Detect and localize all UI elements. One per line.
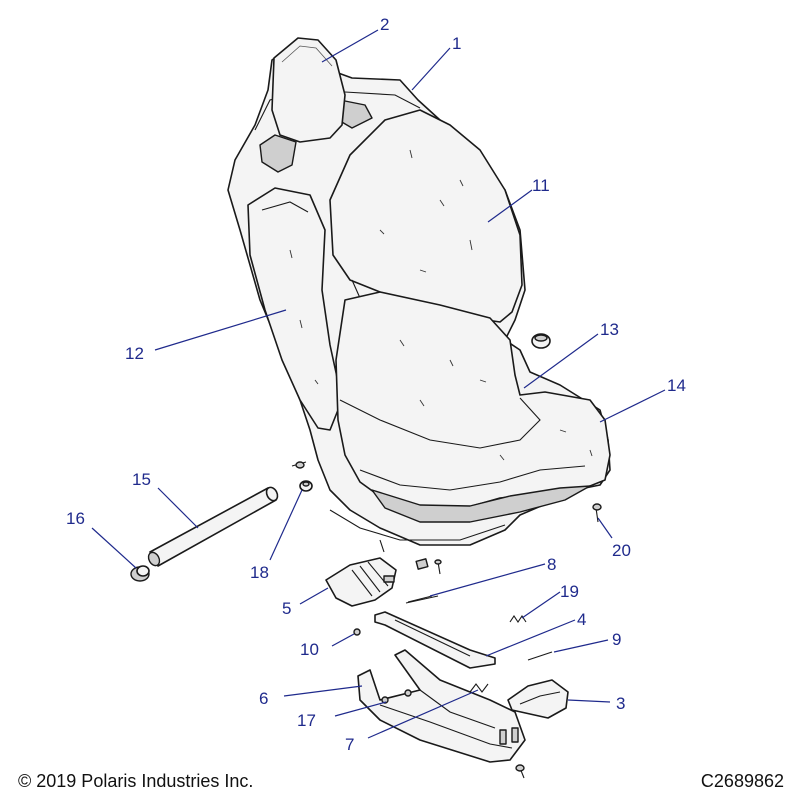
end-cap-part: [130, 565, 150, 582]
side-bolster-part: [247, 187, 343, 431]
copyright-notice: © 2019 Polaris Industries Inc.: [18, 771, 254, 791]
rod-part: [405, 595, 439, 604]
callout-3: 3: [616, 694, 625, 713]
callout-17: 17: [297, 711, 316, 730]
screw-part-20: [592, 503, 602, 523]
tube-part: [147, 486, 279, 567]
latch-handle-part: [507, 679, 569, 719]
callout-7: 7: [345, 735, 354, 754]
clip-parts: [407, 558, 442, 603]
callout-5: 5: [282, 599, 291, 618]
drawing-number: C2689862: [700, 771, 784, 791]
callout-18: 18: [250, 563, 269, 582]
base-housing-part: [357, 649, 526, 779]
callout-10: 10: [300, 640, 319, 659]
callout-12: 12: [125, 344, 144, 363]
callout-19: 19: [560, 582, 579, 601]
callout-20: 20: [612, 541, 631, 560]
pin-part: [527, 651, 553, 661]
callout-13: 13: [600, 320, 619, 339]
callout-9: 9: [612, 630, 621, 649]
callout-16: 16: [66, 509, 85, 528]
callout-4: 4: [577, 610, 586, 629]
nut-part: [353, 628, 361, 636]
slide-plate-part: [374, 611, 496, 669]
spring-part: [509, 615, 527, 623]
bracket-part: [325, 539, 397, 607]
grommet-part: [531, 333, 551, 349]
leader-lines: [91, 29, 666, 739]
callout-2: 2: [380, 15, 389, 34]
callout-1: 1: [452, 34, 461, 53]
callout-11: 11: [532, 176, 550, 195]
callout-15: 15: [132, 470, 151, 489]
seat-cushion-part: [335, 291, 611, 523]
callout-14: 14: [667, 376, 686, 395]
callout-8: 8: [547, 555, 556, 574]
headrest-pad-part: [271, 37, 346, 143]
callout-6: 6: [259, 689, 268, 708]
callout-labels: 1 2 3 4 5 6 7 8 9 10 11 12 13 14 15 16 1…: [66, 15, 686, 754]
screw-part-18: [291, 461, 313, 492]
